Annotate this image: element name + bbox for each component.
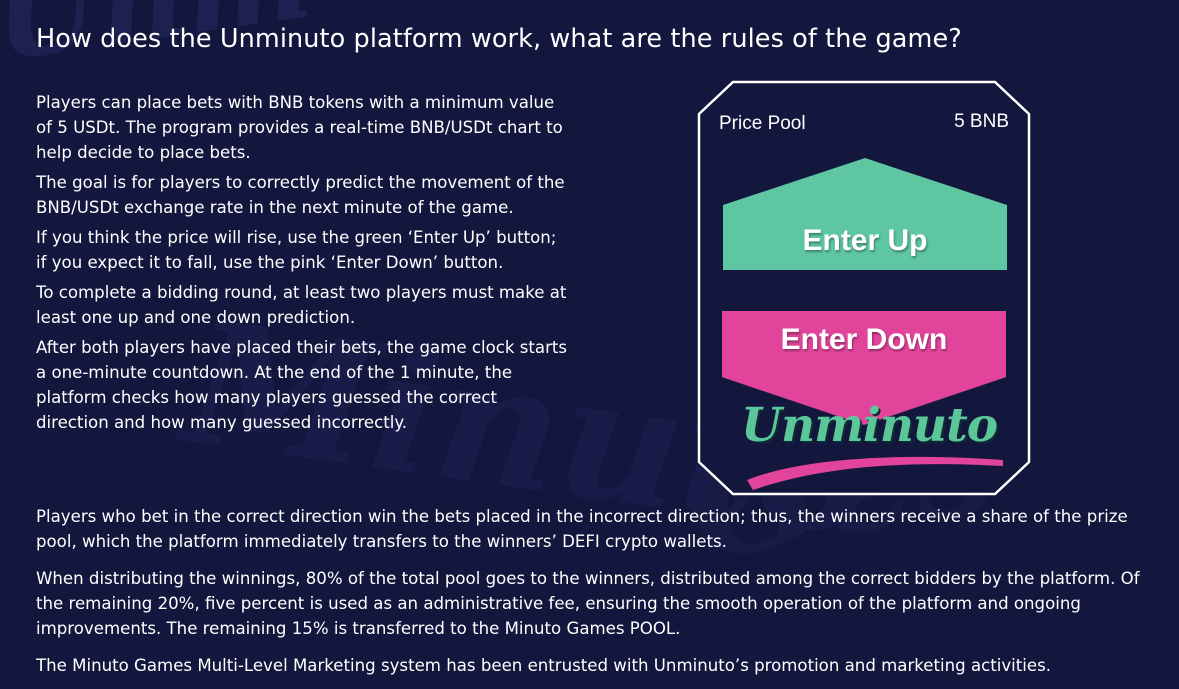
rule-paragraph: Players who bet in the correct direction…: [36, 507, 1128, 551]
rules-left-column: Players can place bets with BNB tokens w…: [36, 90, 571, 440]
enter-up-label: Enter Up: [802, 224, 928, 257]
unminuto-logo: Unminuto: [737, 398, 1009, 498]
logo-text: Unminuto: [741, 398, 998, 453]
price-pool-label: Price Pool: [719, 113, 806, 134]
game-card: Price Pool 5 BNB Enter Up Enter Down Unm…: [697, 80, 1031, 496]
enter-down-label: Enter Down: [780, 323, 948, 356]
marketing-paragraph-block: The Minuto Games Multi-Level Marketing s…: [36, 653, 1161, 678]
rule-paragraph: To complete a bidding round, at least tw…: [36, 283, 567, 327]
distribution-paragraph-block: When distributing the winnings, 80% of t…: [36, 566, 1161, 641]
rule-paragraph: When distributing the winnings, 80% of t…: [36, 569, 1140, 638]
page-title: How does the Unminuto platform work, wha…: [36, 24, 962, 54]
price-pool-value: 5 BNB: [954, 111, 1009, 132]
logo-swoosh: [747, 456, 1003, 490]
rule-paragraph: The goal is for players to correctly pre…: [36, 173, 565, 217]
rule-paragraph: Players can place bets with BNB tokens w…: [36, 93, 563, 162]
rule-paragraph: The Minuto Games Multi-Level Marketing s…: [36, 656, 1052, 675]
rule-paragraph: After both players have placed their bet…: [36, 338, 568, 432]
rule-paragraph: If you think the price will rise, use th…: [36, 228, 557, 272]
winners-paragraph-block: Players who bet in the correct direction…: [36, 504, 1161, 554]
